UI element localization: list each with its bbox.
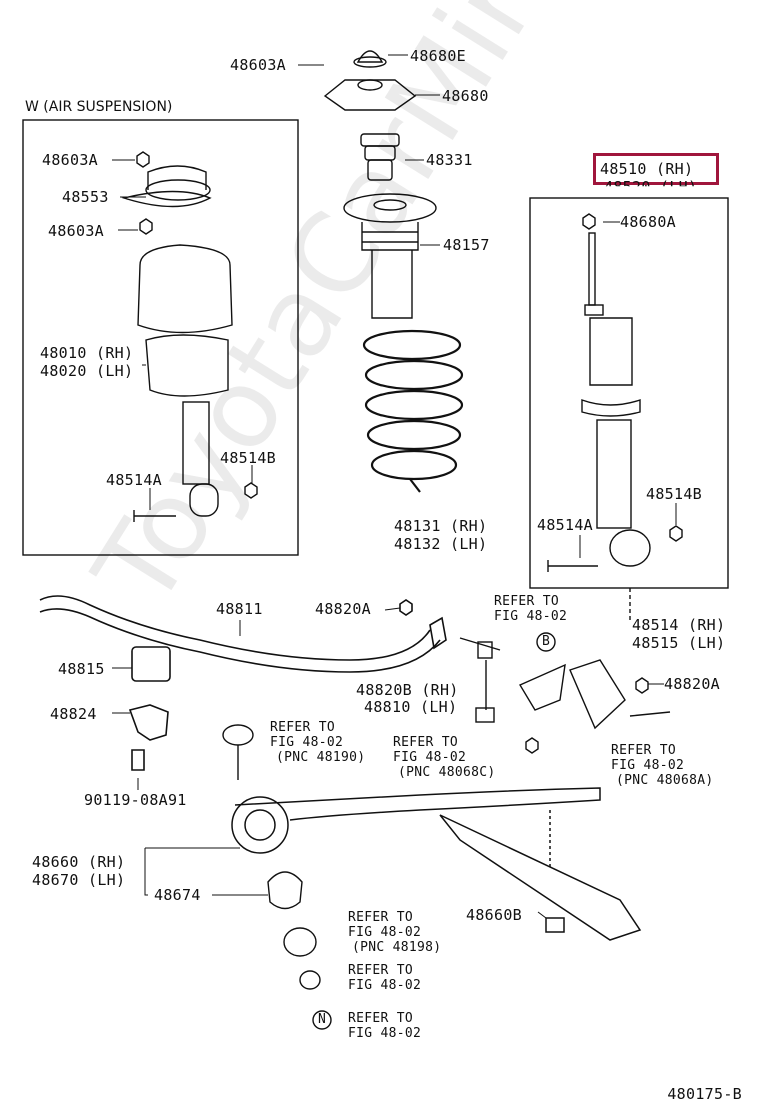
stabilizer-link <box>459 637 671 754</box>
refer-2-line-3: (PNC 48190) <box>276 750 366 765</box>
shock-absorber-panel <box>529 197 729 589</box>
leader-lines <box>112 54 677 919</box>
label-48811[interactable]: 48811 <box>216 600 263 618</box>
refer-3-line-3: (PNC 48068C) <box>398 765 496 780</box>
marker-b: B <box>542 634 551 649</box>
refer-2-line-2: FIG 48-02 <box>270 735 344 750</box>
refer-1-line-1: REFER TO <box>494 594 560 609</box>
label-48514B-left[interactable]: 48514B <box>220 449 276 467</box>
refer-2-line-1: REFER TO <box>270 720 336 735</box>
panel-title: W (AIR SUSPENSION) <box>25 99 173 115</box>
label-48660B[interactable]: 48660B <box>466 906 522 924</box>
label-48514A-right[interactable]: 48514A <box>537 516 593 534</box>
highlight-box <box>593 153 719 185</box>
upper-mount-assembly <box>323 50 417 181</box>
refer-5-line-2: FIG 48-02 <box>348 925 422 940</box>
label-48514[interactable]: 48514 (RH) <box>632 616 726 634</box>
label-48680A[interactable]: 48680A <box>620 213 676 231</box>
refer-3-line-1: REFER TO <box>393 735 459 750</box>
label-48674[interactable]: 48674 <box>154 886 201 904</box>
label-48603A-top[interactable]: 48603A <box>230 56 286 74</box>
air-suspension-panel <box>22 119 299 556</box>
label-48515[interactable]: 48515 (LH) <box>632 634 726 652</box>
label-48157[interactable]: 48157 <box>443 236 490 254</box>
figure-id: 480175-B <box>667 1085 742 1103</box>
refer-5-line-3: (PNC 48198) <box>352 940 442 955</box>
label-48010[interactable]: 48010 (RH) <box>40 344 134 362</box>
refer-6-line-1: REFER TO <box>348 963 414 978</box>
label-48514B-right[interactable]: 48514B <box>646 485 702 503</box>
label-48820A-a[interactable]: 48820A <box>315 600 371 618</box>
label-48824[interactable]: 48824 <box>50 705 97 723</box>
refer-7-line-2: FIG 48-02 <box>348 1026 422 1041</box>
refer-5-line-1: REFER TO <box>348 910 414 925</box>
refer-7-line-1: REFER TO <box>348 1011 414 1026</box>
label-48670[interactable]: 48670 (LH) <box>32 871 126 889</box>
lower-arm <box>231 787 642 941</box>
label-48331[interactable]: 48331 <box>426 151 473 169</box>
shock-absorber <box>547 213 683 620</box>
label-48553[interactable]: 48553 <box>62 188 109 206</box>
label-48131[interactable]: 48131 (RH) <box>394 517 488 535</box>
label-48514A-left[interactable]: 48514A <box>106 471 162 489</box>
label-48132[interactable]: 48132 (LH) <box>394 535 488 553</box>
marker-n: N <box>318 1012 327 1027</box>
label-48815[interactable]: 48815 <box>58 660 105 678</box>
bumper-boot <box>343 193 437 319</box>
coil-spring <box>362 329 464 493</box>
refer-1-line-2: FIG 48-02 <box>494 609 568 624</box>
label-48820A-b[interactable]: 48820A <box>664 675 720 693</box>
label-48820B[interactable]: 48820B (RH) <box>356 681 459 699</box>
label-90119[interactable]: 90119-08A91 <box>84 791 187 809</box>
label-48603A-b[interactable]: 48603A <box>48 222 104 240</box>
label-48520[interactable]: 48520 (LH) <box>604 178 698 196</box>
stabilizer-bar <box>39 595 447 771</box>
label-48603A-a[interactable]: 48603A <box>42 151 98 169</box>
refer-3-line-2: FIG 48-02 <box>393 750 467 765</box>
air-spring-parts <box>121 151 258 522</box>
refer-4-line-2: FIG 48-02 <box>611 758 685 773</box>
refer-6-line-2: FIG 48-02 <box>348 978 422 993</box>
refer-4-line-3: (PNC 48068A) <box>616 773 714 788</box>
label-48680E[interactable]: 48680E <box>410 47 466 65</box>
label-48680[interactable]: 48680 <box>442 87 489 105</box>
label-48810[interactable]: 48810 (LH) <box>364 698 458 716</box>
bushings <box>222 632 556 1030</box>
refer-4-line-1: REFER TO <box>611 743 677 758</box>
label-48020[interactable]: 48020 (LH) <box>40 362 134 380</box>
label-48660[interactable]: 48660 (RH) <box>32 853 126 871</box>
label-48510[interactable]: 48510 (RH) <box>600 160 694 178</box>
